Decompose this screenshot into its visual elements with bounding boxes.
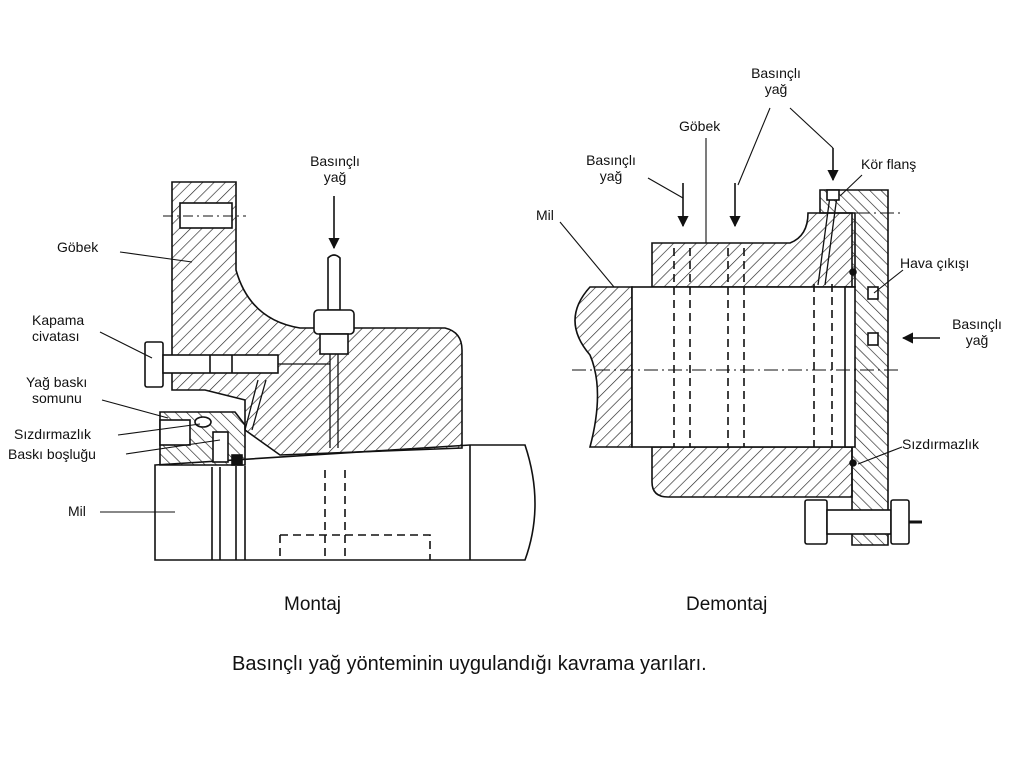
montaj-cover-bolt-line2: civatası — [32, 328, 80, 344]
demontaj-pressure-oil-left-line1: Basınçlı — [586, 152, 636, 168]
demontaj-pressure-oil-left-line2: yağ — [599, 168, 623, 184]
montaj-seal-label: Sızdırmazlık — [14, 426, 92, 442]
montaj-pressure-oil-line2: yağ — [323, 169, 347, 185]
montaj-pressure-gap-label: Baskı boşluğu — [8, 446, 96, 462]
demontaj-hub-label: Göbek — [679, 118, 721, 134]
montaj-cover-bolt-label: Kapama civatası — [32, 312, 84, 344]
demontaj-pressure-oil-right-line2: yağ — [965, 332, 989, 348]
demontaj-air-outlet-label: Hava çıkışı — [900, 255, 970, 271]
demontaj-pressure-oil-top-line1: Basınçlı — [751, 65, 801, 81]
demontaj-pressure-oil-right-label: Basınçlı yağ — [940, 316, 1014, 348]
demontaj-shaft-label: Mil — [536, 207, 554, 223]
demontaj-pressure-oil-right-line1: Basınçlı — [952, 316, 1002, 332]
demontaj-blind-flange-label: Kör flanş — [861, 156, 917, 172]
montaj-shaft-label: Mil — [68, 503, 86, 519]
demontaj-pressure-oil-top-label: Basınçlı yağ — [738, 65, 814, 97]
montaj-pressure-nut-line2: somunu — [32, 390, 82, 406]
montaj-drawing — [99, 181, 536, 561]
demontaj-shaft — [574, 286, 633, 448]
montaj-pressure-nut-label: Yağ baskı somunu — [26, 374, 87, 406]
demontaj-hub-bottom — [651, 446, 853, 498]
demontaj-seal-label: Sızdırmazlık — [902, 436, 980, 452]
montaj-pressure-oil-label: Basınçlı yağ — [300, 153, 370, 185]
demontaj-pressure-oil-left-label: Basınçlı yağ — [574, 152, 648, 184]
montaj-caption: Montaj — [284, 594, 342, 615]
montaj-hub-label: Göbek — [57, 239, 99, 255]
demontaj-pressure-oil-top-line2: yağ — [764, 81, 788, 97]
demontaj-drawing — [559, 107, 940, 546]
montaj-cover-bolt-line1: Kapama — [32, 312, 85, 328]
montaj-hub — [171, 181, 463, 456]
montaj-pressure-oil-line1: Basınçlı — [310, 153, 360, 169]
montaj-pressure-nut-line1: Yağ baskı — [26, 374, 88, 390]
figure-title: Basınçlı yağ yönteminin uygulandığı kavr… — [232, 653, 707, 675]
demontaj-caption: Demontaj — [686, 594, 768, 615]
demontaj-bolt-head — [804, 499, 828, 545]
montaj-oil-nipple — [327, 254, 341, 311]
montaj-cover-bolt-head — [144, 341, 164, 388]
